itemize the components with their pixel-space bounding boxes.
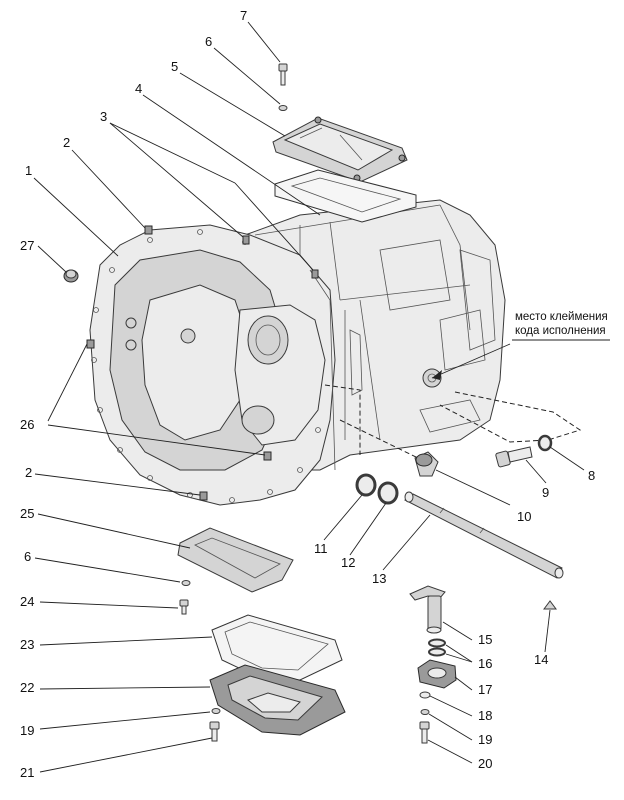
bottom-cover	[209, 664, 346, 736]
bolt-9	[495, 446, 533, 468]
label-25: 25	[20, 506, 34, 521]
label-16: 16	[478, 656, 492, 671]
top-washer	[278, 105, 288, 111]
label-14: 14	[534, 652, 548, 667]
label-21: 21	[20, 765, 34, 780]
plate-17	[417, 659, 457, 689]
label-23: 23	[20, 637, 34, 652]
bolt-24	[179, 599, 189, 615]
label-2-bottom: 2	[25, 465, 32, 480]
callout-labels: 1 2 2 3 4 5 6 6 7 8 9 10 11 12 13 14 15 …	[20, 8, 595, 780]
label-6-left: 6	[24, 549, 31, 564]
label-24: 24	[20, 594, 34, 609]
top-gasket	[274, 169, 417, 223]
label-7: 7	[240, 8, 247, 23]
label-20: 20	[478, 756, 492, 771]
washer-19-right	[420, 709, 430, 715]
plug-10	[414, 451, 439, 477]
label-11: 11	[314, 541, 328, 556]
label-3: 3	[100, 109, 107, 124]
ring-12	[377, 481, 399, 505]
label-9: 9	[542, 485, 549, 500]
ring-11	[355, 473, 377, 497]
label-10: 10	[517, 509, 531, 524]
oring-16a	[428, 638, 446, 648]
ring-8	[537, 434, 553, 452]
label-26: 26	[20, 417, 34, 432]
washer-18	[419, 691, 431, 699]
label-13: 13	[372, 571, 386, 586]
washer-6-left	[181, 580, 191, 586]
bottom-gasket	[211, 614, 343, 681]
bolt-20	[419, 721, 430, 744]
annotation-line-2: кода исполнения	[515, 325, 606, 337]
label-15: 15	[478, 632, 492, 647]
oring-16b	[428, 647, 446, 657]
dashed-guide-3	[439, 391, 582, 443]
label-4: 4	[135, 81, 142, 96]
leader-lines	[33, 21, 585, 773]
label-19-right: 19	[478, 732, 492, 747]
annotation-line-1: место клеймения	[515, 311, 608, 323]
gearbox-housing	[86, 199, 506, 506]
label-2-top: 2	[63, 135, 70, 150]
dashed-guide-1	[324, 384, 361, 455]
shaft-13	[404, 491, 564, 579]
key-14	[543, 600, 557, 610]
label-18: 18	[478, 708, 492, 723]
label-5: 5	[171, 59, 178, 74]
top-cover	[272, 116, 408, 183]
label-22: 22	[20, 680, 34, 695]
label-17: 17	[478, 682, 492, 697]
label-19-left: 19	[20, 723, 34, 738]
top-bolt	[278, 63, 288, 86]
side-cover	[177, 527, 294, 593]
bolt-21	[209, 721, 220, 742]
stamp-location-annotation: место клеймения кода исполнения	[512, 311, 610, 341]
label-12: 12	[341, 555, 355, 570]
label-27: 27	[20, 238, 34, 253]
label-1: 1	[25, 163, 32, 178]
dashed-guide-2	[339, 419, 419, 459]
label-6-top: 6	[205, 34, 212, 49]
plug-27	[63, 269, 79, 283]
label-8: 8	[588, 468, 595, 483]
lever-15	[409, 585, 446, 634]
washer-19-left	[211, 708, 221, 714]
